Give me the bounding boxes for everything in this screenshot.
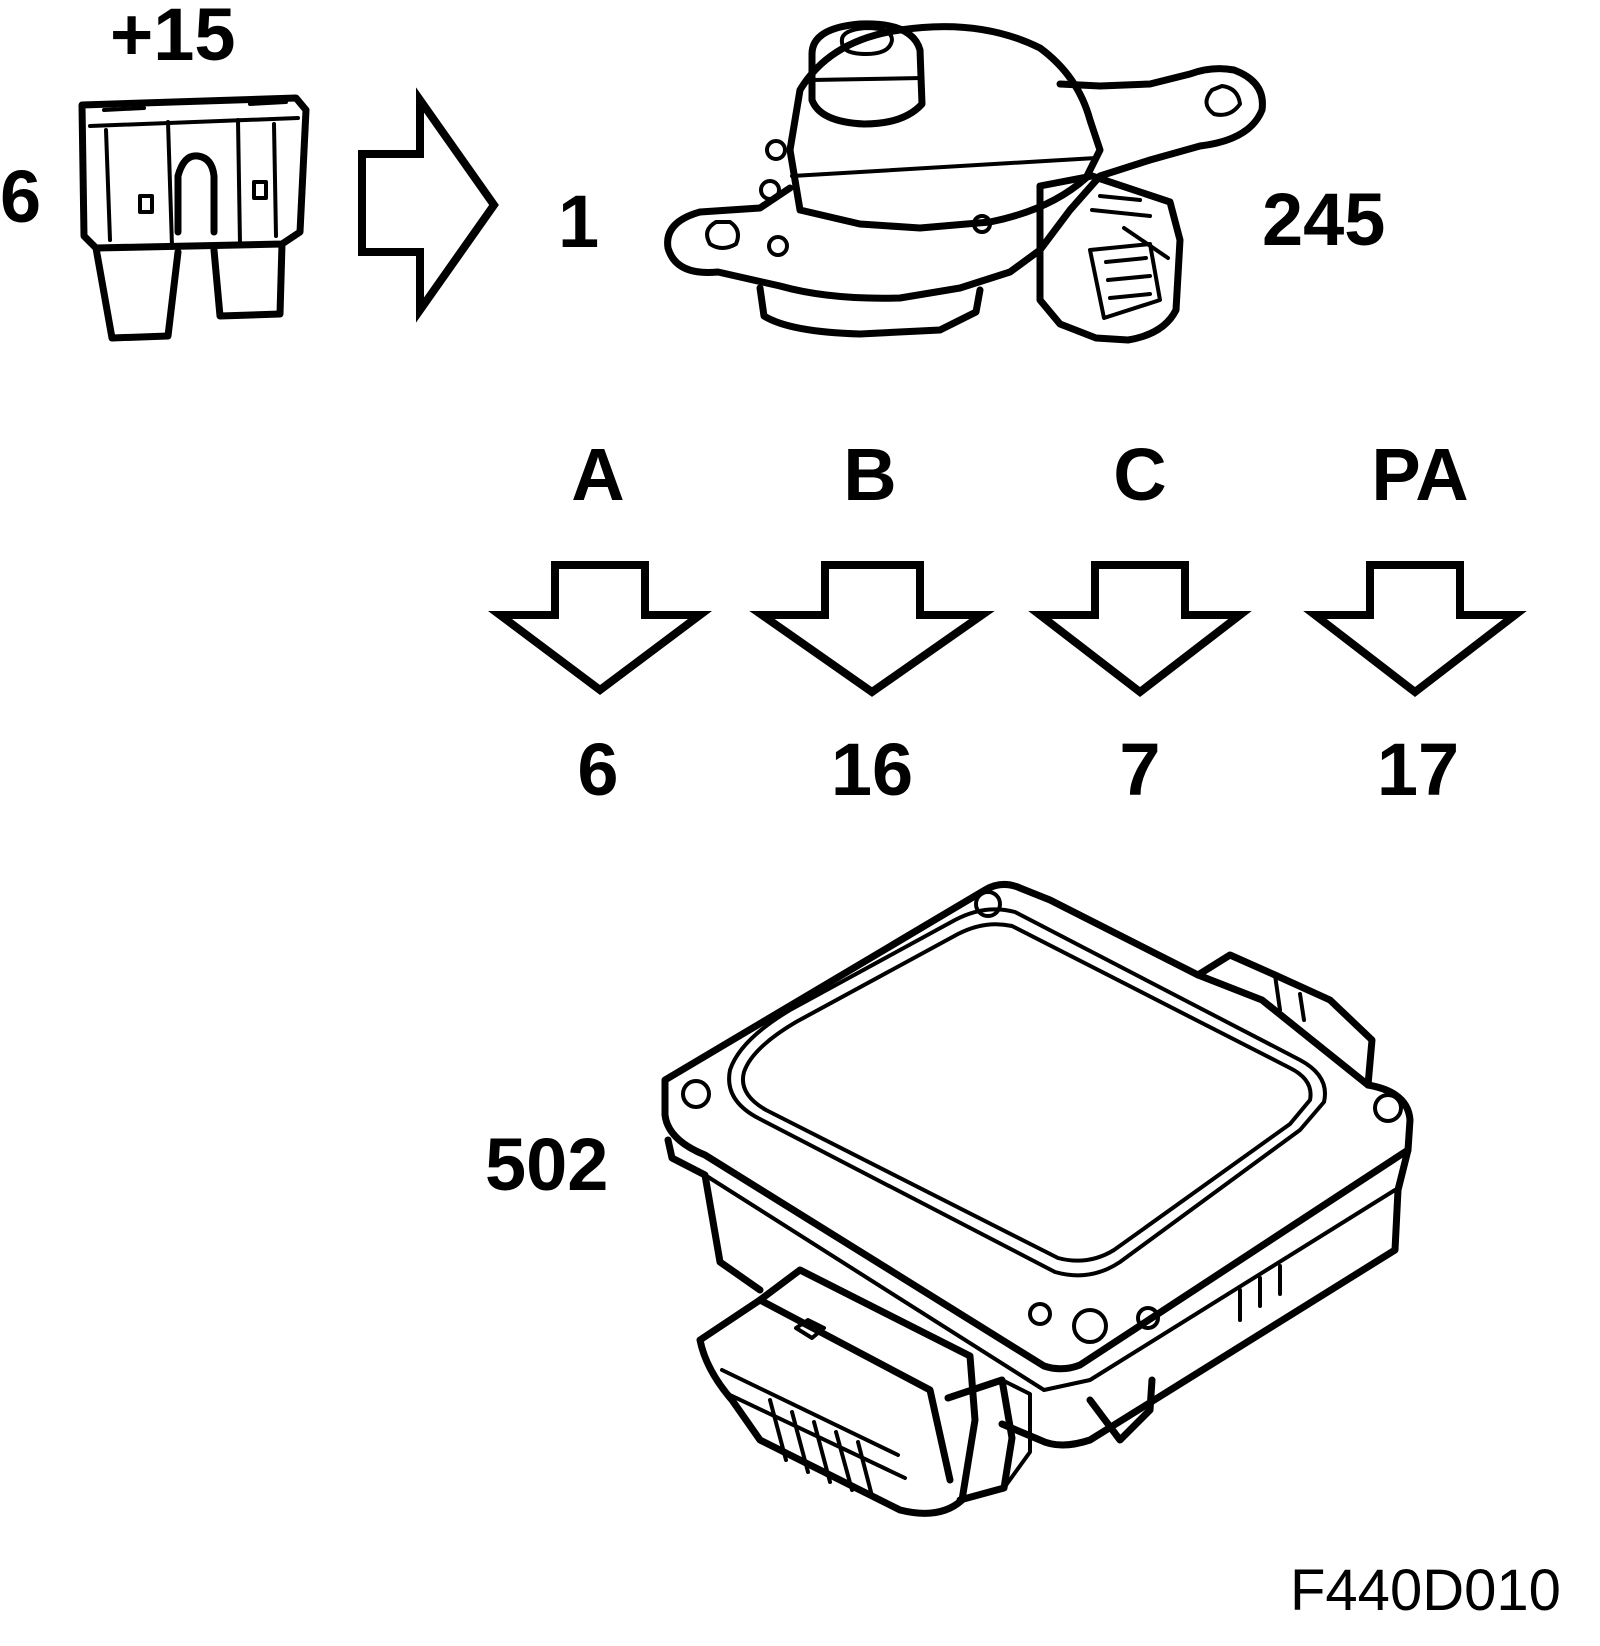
- arrow-down-icon: [749, 561, 995, 697]
- signal-C: C 7: [1028, 433, 1252, 811]
- switch-component-number: 245: [1262, 178, 1385, 261]
- module-component-number: 502: [485, 1123, 608, 1206]
- signal-name-label: A: [571, 433, 624, 516]
- signal-name-label: PA: [1371, 433, 1468, 516]
- signal-pin-label: 6: [577, 728, 618, 811]
- arrow-down-icon: [488, 561, 712, 695]
- arrow-down-icon: [1303, 561, 1527, 698]
- signal-pin-label: 7: [1119, 728, 1160, 811]
- signal-name-label: C: [1113, 433, 1166, 516]
- arrow-right-icon: [358, 87, 499, 323]
- fuse-icon: [78, 94, 310, 342]
- figure-code-label: F440D010: [1290, 1558, 1561, 1623]
- signal-PA: PA 17: [1303, 433, 1527, 811]
- signal-name-label: B: [843, 433, 896, 516]
- switch-input-pin-label: 1: [558, 180, 599, 263]
- signal-B: B 16: [749, 433, 995, 811]
- signal-A: A 6: [488, 433, 712, 811]
- fuse-circuit-label: +15: [110, 0, 236, 76]
- gear-selector-switch-icon: [664, 20, 1266, 344]
- arrow-down-icon: [1028, 561, 1252, 698]
- signal-pin-label: 16: [831, 728, 913, 811]
- fuse-number-label: 6: [0, 155, 41, 238]
- control-module-icon: [661, 881, 1414, 1517]
- signal-pin-label: 17: [1377, 728, 1459, 811]
